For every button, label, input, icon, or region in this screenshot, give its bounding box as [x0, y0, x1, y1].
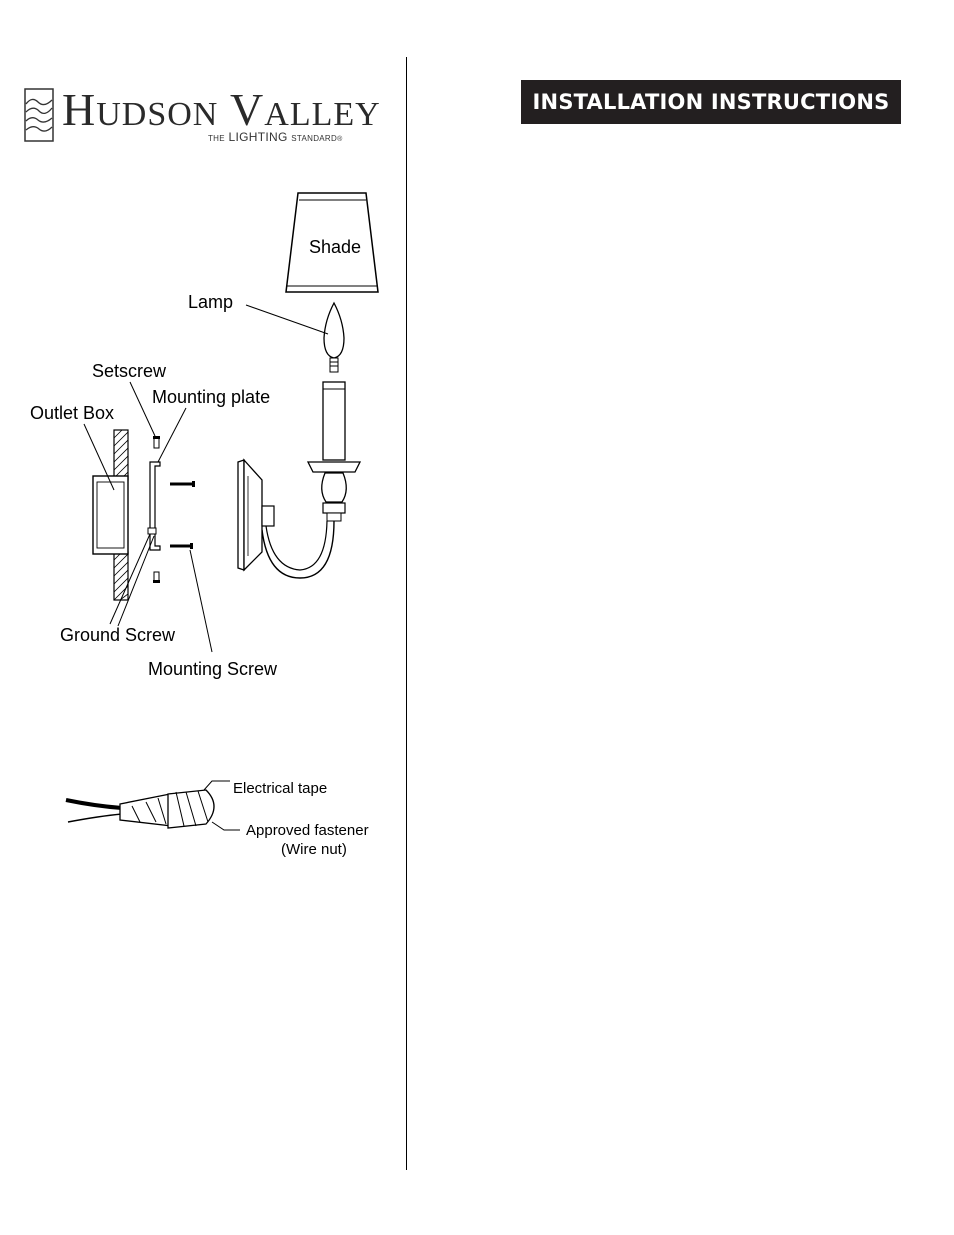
- page-title: INSTALLATION INSTRUCTIONS: [521, 80, 901, 124]
- mounting-screw-label: Mounting Screw: [148, 659, 278, 679]
- mounting-plate-label: Mounting plate: [152, 387, 270, 407]
- lamp-label: Lamp: [188, 292, 233, 312]
- fastener-sub-label: (Wire nut): [281, 841, 347, 858]
- fixture-diagram: Shade Lamp Outlet Box: [0, 0, 406, 720]
- backplate-illustration: [238, 460, 274, 570]
- fastener-label: Approved fastener: [246, 822, 369, 839]
- ground-screw-label: Ground Screw: [60, 625, 176, 645]
- lamp-illustration: [324, 303, 344, 372]
- candle-socket: [308, 382, 360, 521]
- column-divider: [406, 57, 407, 1170]
- wire-nut-illustration: [168, 790, 214, 828]
- shade-label: Shade: [309, 237, 361, 257]
- wire-splice-diagram: Electrical tape Approved fastener (Wire …: [0, 760, 406, 870]
- electrical-tape-illustration: [120, 794, 172, 826]
- outlet-box-illustration: [93, 476, 128, 554]
- outlet-box-label: Outlet Box: [30, 403, 114, 423]
- setscrew-label: Setscrew: [92, 361, 167, 381]
- mounting-screw-illustration: [170, 481, 195, 549]
- electrical-tape-label: Electrical tape: [233, 780, 327, 797]
